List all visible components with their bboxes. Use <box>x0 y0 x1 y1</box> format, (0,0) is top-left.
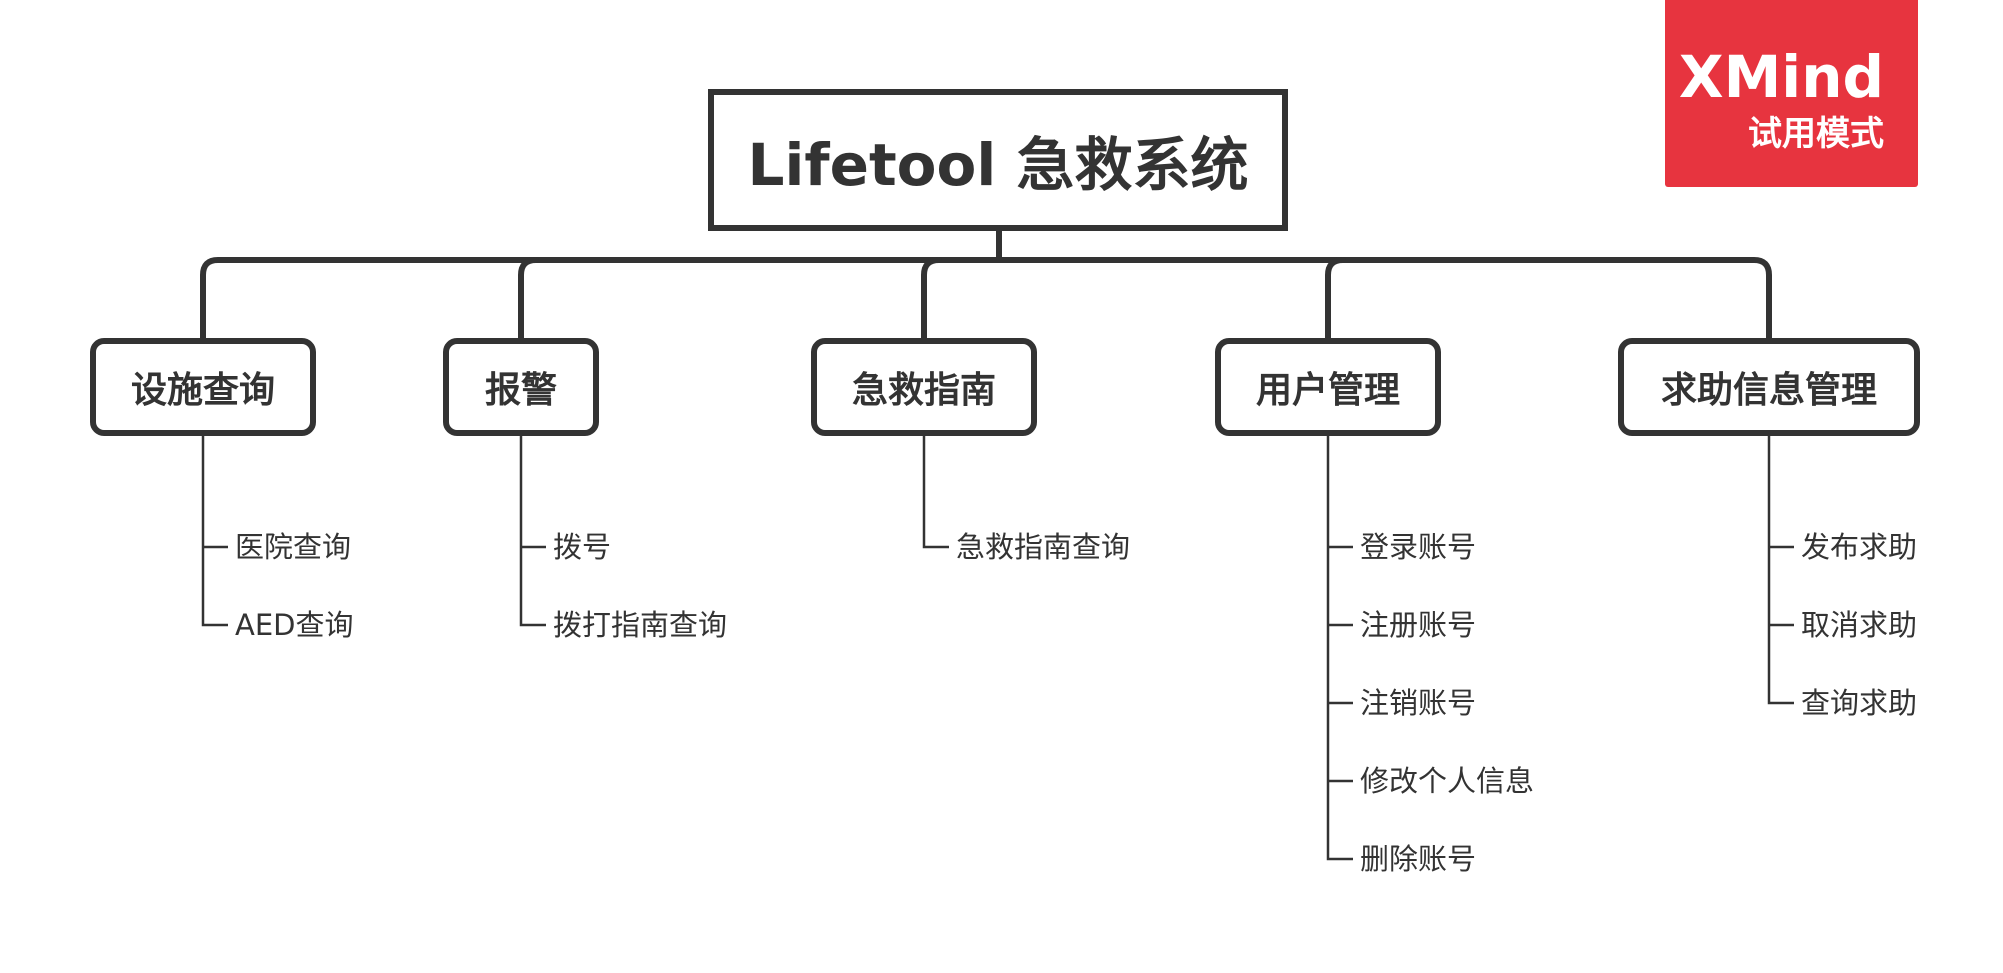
branch-connector-2 <box>518 257 539 342</box>
branch-label: 求助信息管理 <box>1660 370 1877 411</box>
trial-mode-watermark: XMind 试用模式 <box>1665 0 1918 187</box>
subtopic-first-aid-guide-query[interactable]: 急救指南查询 <box>956 530 1131 564</box>
root-topic-title: Lifetool 急救系统 <box>747 131 1249 199</box>
root-topic[interactable]: Lifetool 急救系统 <box>708 89 1288 231</box>
subtopic-aed-query[interactable]: AED查询 <box>235 608 354 642</box>
subtopic-publish-help[interactable]: 发布求助 <box>1801 530 1918 564</box>
subtopic-register[interactable]: 注册账号 <box>1360 608 1477 642</box>
branch-label: 急救指南 <box>851 370 996 411</box>
branch-topic-help-info-management[interactable]: 求助信息管理 <box>1618 338 1920 436</box>
subtopic-cancel-help[interactable]: 取消求助 <box>1801 608 1918 642</box>
branch-connector-3 <box>921 257 942 342</box>
leaf-connector-3 <box>922 436 949 549</box>
branch-label: 报警 <box>484 370 557 411</box>
branch-topic-facility-query[interactable]: 设施查询 <box>90 338 316 436</box>
branch-label: 设施查询 <box>130 370 275 411</box>
watermark-subtitle: 试用模式 <box>1748 114 1884 154</box>
branch-topic-user-management[interactable]: 用户管理 <box>1215 338 1441 436</box>
leaf-connector-1 <box>201 436 228 627</box>
subtopic-deactivate[interactable]: 注销账号 <box>1360 686 1477 720</box>
subtopic-delete-account[interactable]: 删除账号 <box>1360 842 1477 876</box>
bus-line <box>200 257 1772 342</box>
subtopic-login[interactable]: 登录账号 <box>1360 530 1477 564</box>
subtopic-hospital-query[interactable]: 医院查询 <box>235 530 352 564</box>
subtopic-query-help[interactable]: 查询求助 <box>1801 686 1918 720</box>
branch-topic-alarm[interactable]: 报警 <box>443 338 599 436</box>
leaf-connector-5 <box>1767 436 1794 705</box>
leaf-connector-2 <box>519 436 546 627</box>
leaf-connector-4 <box>1326 436 1353 861</box>
subtopic-dial-guide-query[interactable]: 拨打指南查询 <box>553 608 728 642</box>
branch-connector-4 <box>1325 257 1346 342</box>
subtopic-dial[interactable]: 拨号 <box>553 530 612 564</box>
subtopic-edit-profile[interactable]: 修改个人信息 <box>1360 764 1535 798</box>
watermark-brand: XMind <box>1678 43 1884 111</box>
branch-topic-first-aid-guide[interactable]: 急救指南 <box>811 338 1037 436</box>
branch-label: 用户管理 <box>1255 370 1400 411</box>
